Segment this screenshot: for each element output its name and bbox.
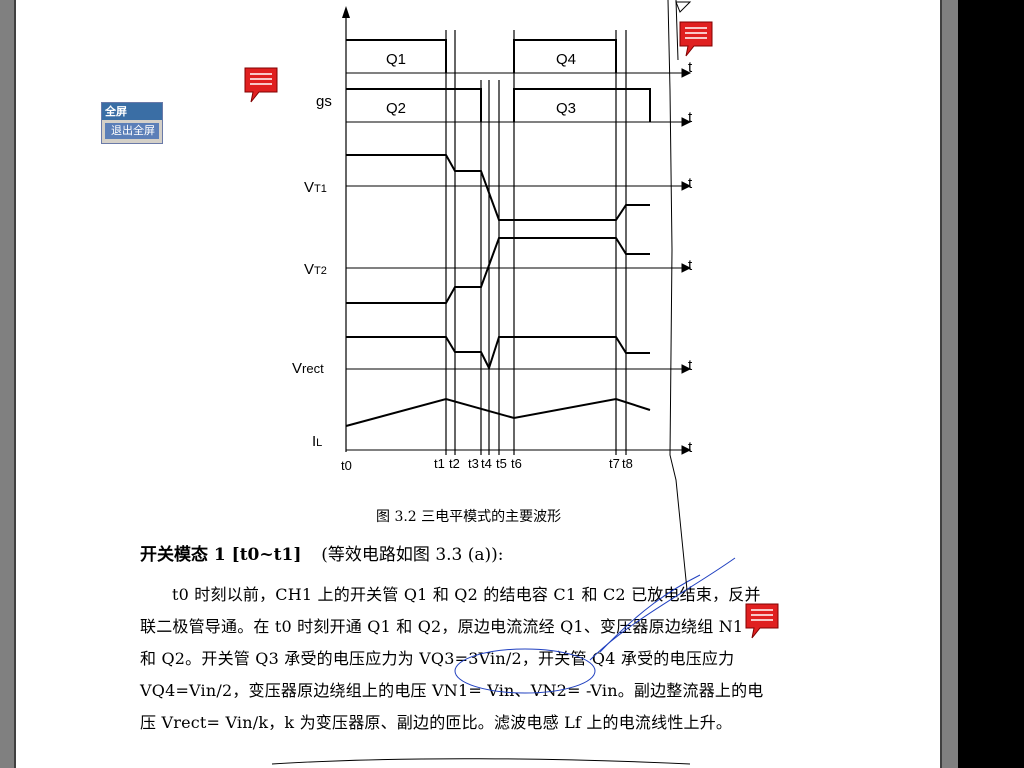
- time-label: t2: [449, 456, 460, 471]
- row-label-vt2: VT2: [304, 261, 327, 278]
- row-label-il: IL: [312, 433, 322, 450]
- time-label: t8: [622, 456, 633, 471]
- row-label-vt1: VT1: [304, 179, 327, 196]
- figure-caption: 图 3.2 三电平模式的主要波形: [376, 509, 561, 525]
- paragraph-line: 和 Q2。开关管 Q3 承受的电压应力为 VQ3=3Vin/2，开关管 Q4 承…: [140, 649, 735, 668]
- signal-label-q1: Q1: [386, 51, 406, 68]
- axis-label-t: t: [688, 257, 693, 274]
- fullscreen-menu[interactable]: 全屏 退出全屏: [101, 102, 163, 144]
- row-label-vrect: Vrect: [292, 360, 324, 377]
- signal-label-q4: Q4: [556, 51, 576, 68]
- time-label: t4: [481, 456, 492, 471]
- time-label: t1: [434, 456, 445, 471]
- section-heading-title: 开关模态 1 [t0~t1]: [140, 545, 302, 565]
- note-icon[interactable]: [678, 20, 714, 58]
- document-page: t t t t t t Q1 Q4 Q2 Q3 gs: [0, 0, 958, 768]
- signal-label-q2: Q2: [386, 100, 406, 117]
- note-icon[interactable]: [243, 66, 279, 104]
- axis-label-t: t: [688, 59, 693, 76]
- exit-fullscreen-button[interactable]: 退出全屏: [105, 123, 159, 139]
- axis-label-t: t: [688, 439, 693, 456]
- left-margin-bar: [0, 0, 16, 768]
- paragraph-line: 压 Vrect= Vin/k，k 为变压器原、副边的匝比。滤波电感 Lf 上的电…: [140, 713, 733, 732]
- signal-label-q3: Q3: [556, 100, 576, 117]
- axis-label-t: t: [688, 109, 693, 126]
- gs-label: gs: [316, 93, 332, 110]
- section-heading: 开关模态 1 [t0~t1] (等效电路如图 3.3 (a)):: [140, 540, 845, 565]
- time-label: t7: [609, 456, 620, 471]
- axis-label-t: t: [688, 357, 693, 374]
- body-text: 开关模态 1 [t0~t1] (等效电路如图 3.3 (a)): t0 时刻以前…: [140, 540, 845, 739]
- right-margin-bar: [940, 0, 958, 768]
- note-icon[interactable]: [744, 602, 780, 640]
- paragraph-line: 联二极管导通。在 t0 时刻开通 Q1 和 Q2，原边电流流经 Q1、变压器原边…: [140, 617, 744, 636]
- paragraph-line: t0 时刻以前，CH1 上的开关管 Q1 和 Q2 的结电容 C1 和 C2 已…: [172, 585, 761, 604]
- fullscreen-menu-title[interactable]: 全屏: [102, 103, 162, 120]
- time-label: t3: [468, 456, 479, 471]
- time-label: t0: [341, 458, 352, 473]
- time-label: t5: [496, 456, 507, 471]
- section-heading-note: (等效电路如图 3.3 (a)):: [321, 545, 504, 565]
- time-label: t6: [511, 456, 522, 471]
- axis-label-t: t: [688, 175, 693, 192]
- paragraph-line: VQ4=Vin/2，变压器原边绕组上的电压 VN1= Vin、VN2= -Vin…: [140, 681, 764, 700]
